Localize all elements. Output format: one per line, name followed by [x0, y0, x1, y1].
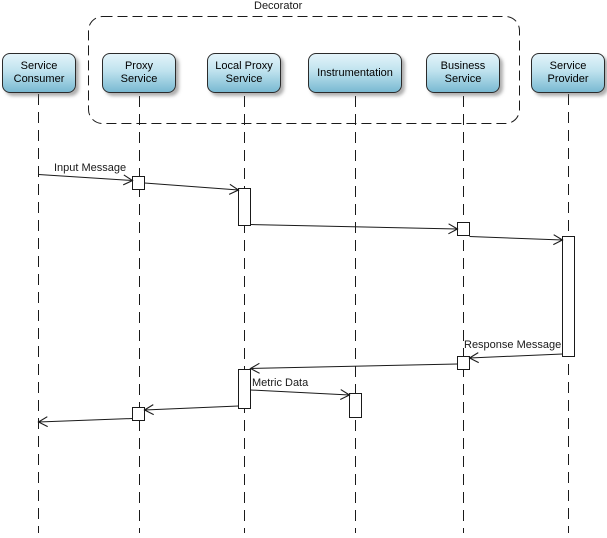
activation-proxy-service-2: [132, 407, 145, 421]
participant-business-service: Business Service: [426, 53, 500, 93]
participant-label: Local Proxy Service: [215, 60, 273, 85]
participant-service-consumer: Service Consumer: [2, 53, 76, 93]
participant-local-proxy-service: Local Proxy Service: [207, 53, 281, 93]
message-label-input-message: Input Message: [54, 162, 127, 174]
participant-proxy-service: Proxy Service: [102, 53, 176, 93]
decorator-frame-label: Decorator: [254, 0, 303, 12]
participant-label: Service Consumer: [13, 60, 65, 85]
message-proxy-to-local-proxy: [144, 182, 240, 195]
activation-proxy-service-1: [132, 176, 145, 190]
message-local-proxy-to-proxy: [143, 404, 239, 416]
activation-local-proxy-service-1: [238, 188, 251, 226]
message-business-to-local-proxy: [249, 362, 458, 374]
message-proxy-to-consumer: [37, 416, 133, 428]
message-local-proxy-to-business: [250, 223, 459, 235]
message-input-message: [38, 174, 134, 186]
activation-business-service-1: [457, 222, 470, 236]
decorator-frame: [88, 16, 520, 124]
participant-instrumentation: Instrumentation: [308, 53, 402, 93]
participant-label: Service Provider: [547, 60, 589, 85]
message-metric-data: [250, 389, 351, 401]
participant-label: Instrumentation: [317, 66, 393, 79]
participant-label: Proxy Service: [120, 60, 158, 85]
message-label-response-message: Response Message: [464, 339, 562, 351]
activation-local-proxy-service-2: [238, 369, 251, 409]
activation-business-service-2: [457, 356, 470, 370]
message-business-to-provider: [469, 234, 564, 246]
message-label-metric-data: Metric Data: [252, 377, 309, 389]
message-response-message: [468, 352, 563, 364]
activation-instrumentation: [349, 393, 362, 418]
participant-label: Business Service: [440, 60, 486, 85]
participant-service-provider: Service Provider: [531, 53, 605, 93]
activation-service-provider: [562, 236, 575, 357]
